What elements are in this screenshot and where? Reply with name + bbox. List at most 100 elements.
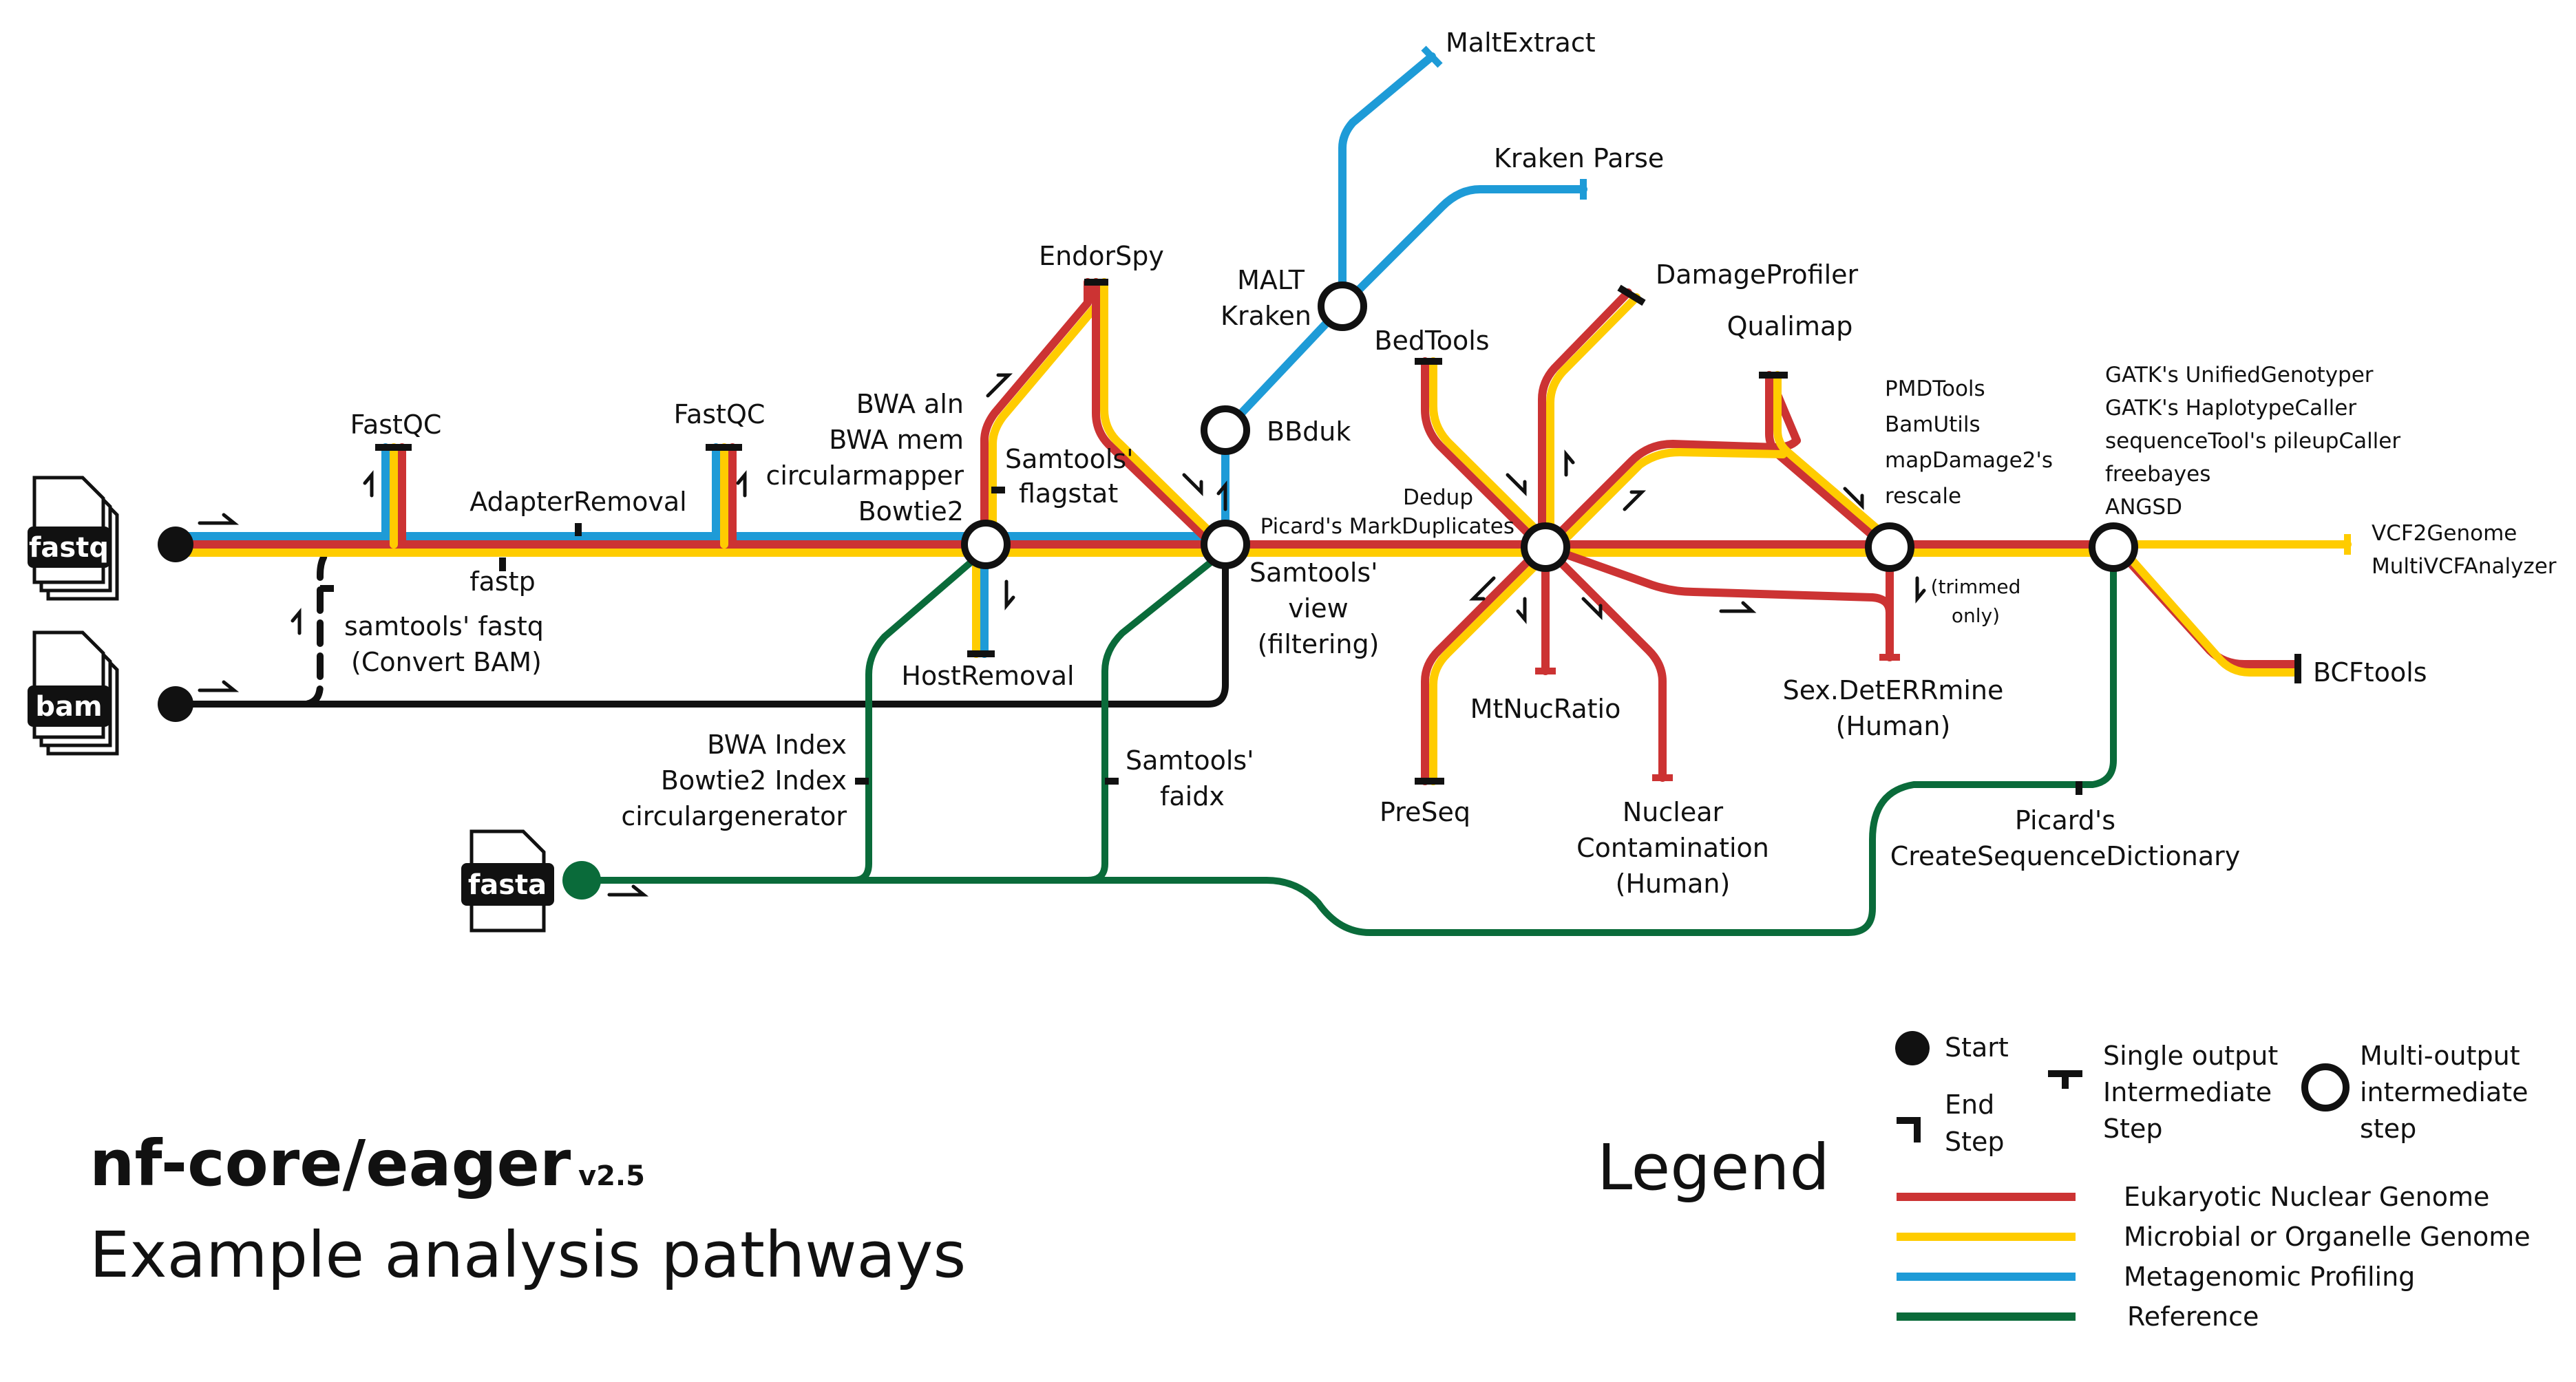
- label-kraken-parse: Kraken Parse: [1494, 143, 1664, 173]
- node-mapping: [961, 520, 1011, 569]
- node-dedup: [1521, 522, 1570, 572]
- label-bwa-index: BWA Index: [707, 730, 847, 760]
- file-icons: fastq bam fasta: [28, 476, 554, 933]
- start-fasta: [562, 861, 601, 900]
- legend-multi-1: Multi-output: [2360, 1041, 2520, 1071]
- label-preseq: PreSeq: [1380, 797, 1470, 827]
- label-circularmapper: circularmapper: [766, 460, 964, 491]
- arrow-qualimap: [1623, 490, 1647, 511]
- label-samtools-fastq-2: (Convert BAM): [351, 647, 542, 677]
- preseq-yellow: [1429, 546, 1554, 785]
- label-vcf2genome: VCF2Genome: [2372, 521, 2517, 546]
- qualimap-yellow-a: [1550, 448, 1787, 555]
- legend-heading: Legend: [1597, 1131, 1830, 1204]
- arrow-endorspy-back: [1182, 473, 1203, 497]
- title-subtitle: Example analysis pathways: [89, 1218, 966, 1292]
- label-bedtools: BedTools: [1374, 326, 1489, 356]
- label-bowtie2-index: Bowtie2 Index: [661, 765, 847, 796]
- blue-end-markers: [1421, 45, 1587, 200]
- arrow-mtnucratio: [1516, 597, 1527, 624]
- legend-multi-2: intermediate: [2360, 1077, 2529, 1107]
- legend-end-symbol: [1897, 1117, 1921, 1142]
- label-faidx-2: faidx: [1160, 781, 1225, 811]
- legend: Legend Start End Step Single output Inte…: [1597, 1031, 2531, 1332]
- label-multivcfanalyzer: MultiVCFAnalyzer: [2372, 554, 2557, 579]
- bam-line: [172, 540, 1229, 708]
- label-kraken: Kraken: [1221, 301, 1311, 331]
- label-samtools-view-2: view: [1288, 593, 1349, 624]
- label-fastp: fastp: [469, 566, 535, 597]
- label-pmdtools: PMDTools: [1885, 376, 1985, 401]
- kraken-parse-blue: [1338, 185, 1587, 310]
- label-bbduk: BBduk: [1267, 416, 1351, 447]
- label-bamutils: BamUtils: [1885, 412, 1981, 437]
- label-fastqc1: FastQC: [350, 410, 442, 440]
- maltextract-end: [1421, 45, 1443, 68]
- label-adapterremoval: AdapterRemoval: [469, 487, 686, 517]
- legend-single-1: Single output: [2103, 1041, 2278, 1071]
- arrow-convert: [291, 608, 302, 635]
- label-flagstat-1: Samtools': [1005, 444, 1134, 474]
- label-picard-csd-1: Picard's: [2015, 805, 2115, 836]
- node-samtools-view: [1201, 520, 1250, 569]
- endorspy-red-back: [1092, 278, 1216, 548]
- damageprofiler-end: [1617, 284, 1646, 306]
- arrow-bbduk: [1216, 480, 1227, 511]
- label-sequencetool: sequenceTool's pileupCaller: [2105, 429, 2400, 454]
- label-picard-markdup: Picard's MarkDuplicates: [1260, 514, 1514, 539]
- legend-eukaryotic: Eukaryotic Nuclear Genome: [2124, 1182, 2489, 1212]
- label-malt: MALT: [1237, 265, 1305, 295]
- label-samtools-view-1: Samtools': [1249, 557, 1378, 588]
- label-gatk-ug: GATK's UnifiedGenotyper: [2105, 363, 2374, 387]
- arrow-bam: [198, 680, 240, 692]
- node-genotyping: [2089, 522, 2138, 572]
- bcftools-yellow: [2118, 544, 2300, 677]
- arrow-fastq: [198, 513, 240, 525]
- label-fastqc2: FastQC: [674, 399, 766, 429]
- arrow-fasta: [607, 884, 649, 897]
- arrow-fastqc2: [736, 470, 747, 498]
- arrow-endorspy: [986, 373, 1013, 398]
- qualimap-red-a: [1541, 371, 1801, 551]
- label-nuclear-3: (Human): [1616, 869, 1731, 899]
- node-malt: [1318, 281, 1367, 331]
- endorspy-yellow-back: [1100, 278, 1226, 548]
- label-rescale: rescale: [1885, 484, 1961, 509]
- arrow-rescale: [1843, 487, 1864, 511]
- title-main: nf-core/eager: [89, 1127, 571, 1200]
- label-picard-csd-2: CreateSequenceDictionary: [1890, 841, 2241, 871]
- arrow-trimmed: [1915, 576, 1926, 604]
- label-maltextract: MaltExtract: [1446, 28, 1596, 58]
- fastq-label: fastq: [29, 532, 109, 564]
- arrow-hostremoval: [1004, 580, 1015, 610]
- pathway-lines: [171, 52, 2352, 936]
- bam-input-line: [172, 540, 355, 708]
- nuclear-red: [1541, 543, 1667, 782]
- bedtools-yellow: [1429, 357, 1554, 548]
- legend-single-3: Step: [2103, 1114, 2163, 1144]
- fastq-file-icon: fastq: [28, 476, 119, 601]
- arrow-preseq: [1468, 576, 1496, 601]
- label-mtnucratio: MtNucRatio: [1470, 694, 1621, 724]
- label-samtools-view-3: (filtering): [1258, 629, 1380, 659]
- label-hostremoval: HostRemoval: [901, 661, 1074, 691]
- red-end-markers: [1535, 654, 1900, 781]
- arrow-nuclear: [1581, 597, 1603, 621]
- ref-faidx: [1084, 547, 1229, 884]
- label-bwa-aln: BWA aln: [856, 389, 964, 419]
- label-bowtie2: Bowtie2: [858, 496, 964, 527]
- start-fastq: [158, 527, 193, 562]
- label-circulargenerator: circulargenerator: [621, 801, 847, 831]
- preseq-red: [1421, 543, 1546, 785]
- legend-metagenomic: Metagenomic Profiling: [2124, 1262, 2415, 1292]
- label-sexdet-2: (Human): [1836, 711, 1951, 741]
- fasta-file-icon: fasta: [461, 829, 554, 933]
- endorspy-yellow: [989, 278, 1100, 548]
- label-gatk-hc: GATK's HaplotypeCaller: [2105, 396, 2356, 421]
- legend-single-2: Intermediate: [2103, 1077, 2272, 1107]
- label-endorspy: EndorSpy: [1039, 241, 1164, 271]
- legend-end-1: End: [1945, 1089, 1994, 1120]
- title-block: nf-core/eager v2.5 Example analysis path…: [89, 1127, 966, 1292]
- legend-multi-3: step: [2360, 1114, 2416, 1144]
